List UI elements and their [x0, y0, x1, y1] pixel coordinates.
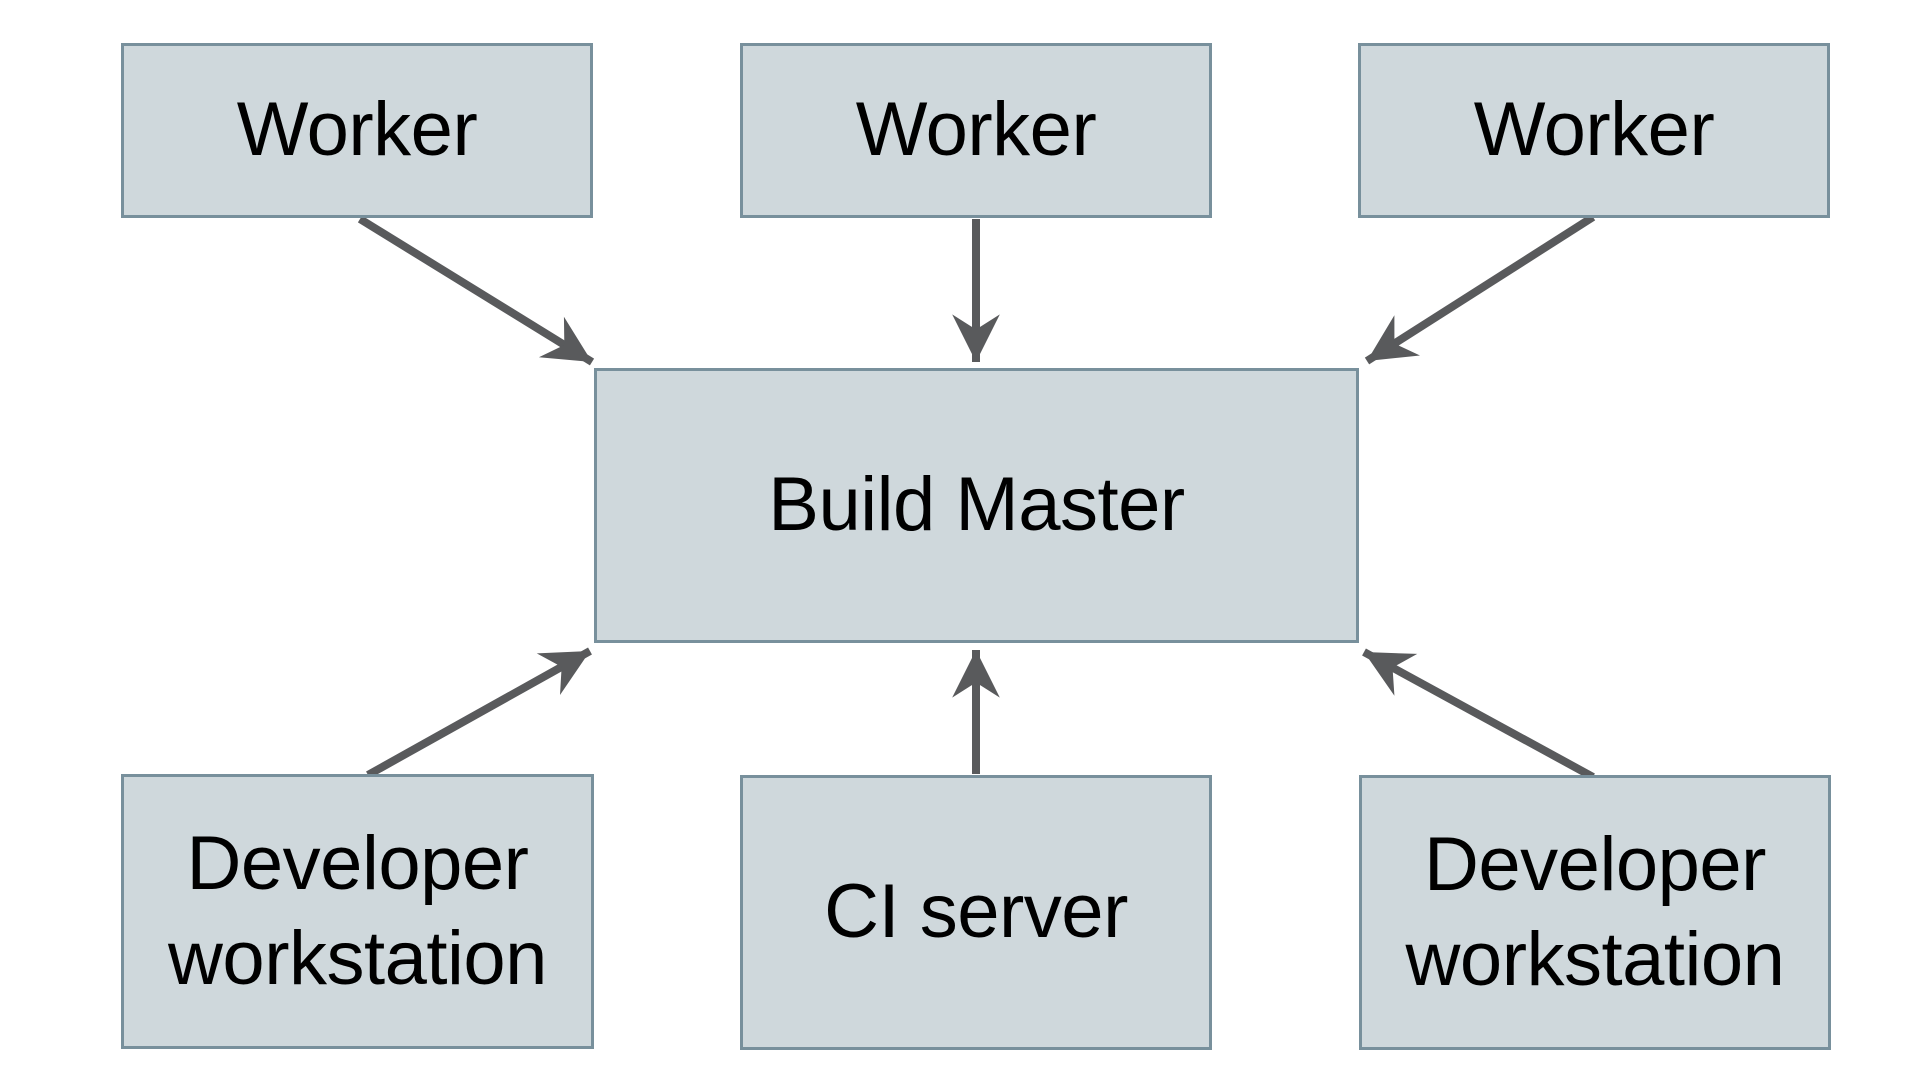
node-worker-2: Worker [740, 43, 1212, 218]
node-developer-workstation-1: Developer workstation [121, 774, 594, 1049]
node-build-master: Build Master [594, 368, 1359, 643]
node-worker-3-label: Worker [1473, 87, 1715, 173]
node-developer-workstation-1-label: Developer workstation [168, 821, 547, 1001]
node-ci-server-label: CI server [824, 869, 1128, 955]
node-worker-3: Worker [1358, 43, 1830, 218]
node-worker-1-label: Worker [236, 87, 478, 173]
arrow-worker3-to-build-master [1364, 213, 1596, 365]
arrow-worker1-to-build-master [357, 215, 595, 366]
node-developer-workstation-2: Developer workstation [1359, 775, 1831, 1050]
node-ci-server: CI server [740, 775, 1212, 1050]
node-worker-1: Worker [121, 43, 593, 218]
arrow-dev-workstation1-to-build-master [366, 647, 592, 779]
node-worker-2-label: Worker [855, 87, 1097, 173]
node-developer-workstation-2-label: Developer workstation [1405, 822, 1785, 1002]
node-build-master-label: Build Master [768, 462, 1185, 548]
arrow-dev-workstation2-to-build-master [1362, 648, 1595, 781]
